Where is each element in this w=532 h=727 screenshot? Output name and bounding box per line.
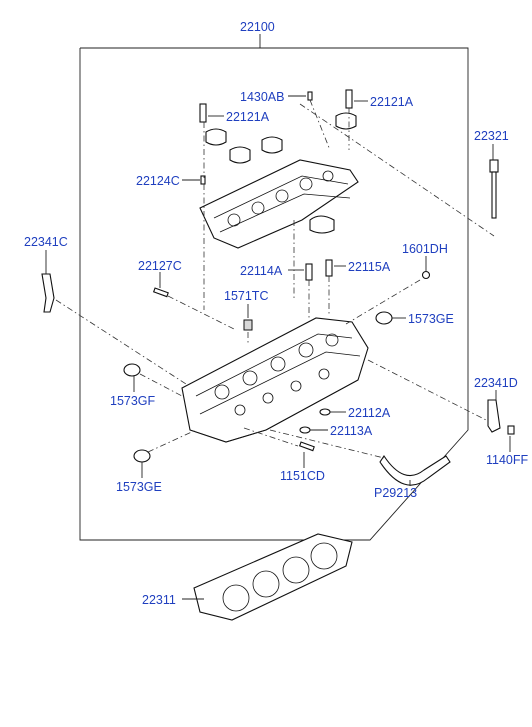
label-22114a: 22114A — [240, 264, 283, 278]
label-1573ge-left: 1573GE — [116, 480, 162, 494]
label-22124c: 22124C — [136, 174, 180, 188]
label-22341d: 22341D — [474, 376, 518, 390]
label-22113a: 22113A — [330, 424, 373, 438]
camshaft-carrier — [199, 112, 359, 249]
label-22112a: 22112A — [348, 406, 391, 420]
label-1430ab: 1430AB — [240, 90, 284, 104]
label-22100: 22100 — [240, 20, 275, 34]
label-22115a: 22115A — [348, 260, 391, 274]
head-gasket — [193, 533, 353, 621]
small-parts — [41, 89, 515, 486]
label-1140ff: 1140FF — [486, 453, 529, 467]
label-p29213: P29213 — [374, 486, 417, 500]
label-1573gf: 1573GF — [110, 394, 156, 408]
label-22311: 22311 — [142, 593, 176, 607]
label-22121a-right: 22121A — [370, 95, 414, 109]
label-1601dh: 1601DH — [402, 242, 448, 256]
leader-lines — [45, 95, 511, 600]
assembly-frame — [79, 34, 469, 541]
label-1151cd: 1151CD — [280, 469, 325, 483]
label-22321: 22321 — [474, 129, 509, 143]
label-1571tc: 1571TC — [224, 289, 268, 303]
label-1573ge-right: 1573GE — [408, 312, 454, 326]
alignment-lines — [55, 99, 495, 459]
label-22121a-left: 22121A — [226, 110, 270, 124]
label-22127c: 22127C — [138, 259, 182, 273]
part-labels: 22100 1430AB 22121A 22121A 22321 22124C … — [24, 20, 529, 607]
cylinder-head — [181, 317, 369, 443]
label-22341c: 22341C — [24, 235, 68, 249]
